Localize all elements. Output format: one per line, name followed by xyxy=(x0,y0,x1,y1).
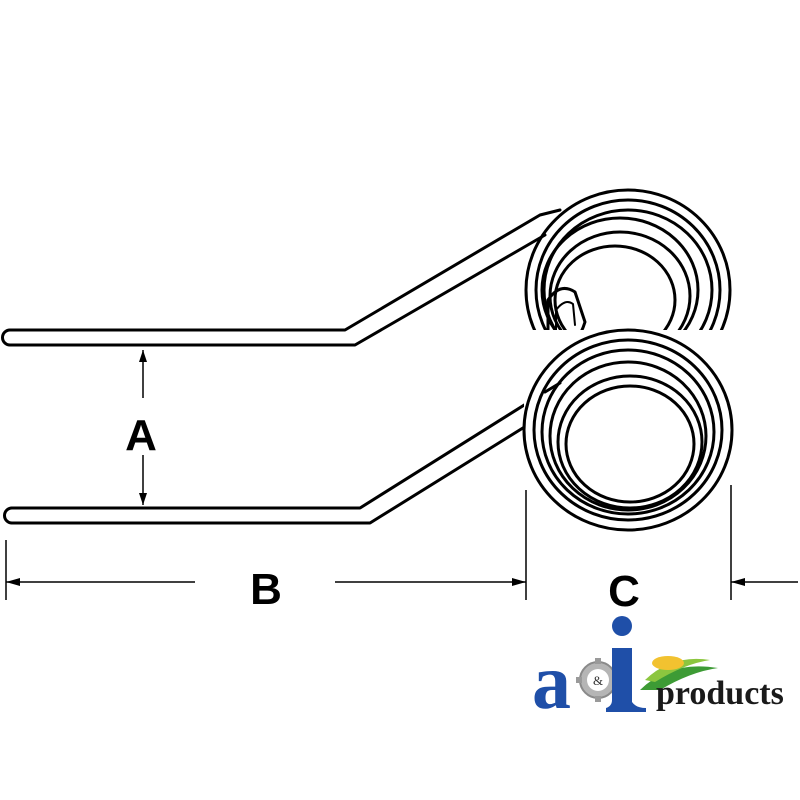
logo-letter-a: a xyxy=(532,638,571,725)
arrow-left-icon xyxy=(731,578,745,586)
dimension-c-label: C xyxy=(608,567,640,616)
upper-tine-tip xyxy=(1,328,12,347)
arrow-right-icon xyxy=(512,578,526,586)
dimension-a xyxy=(139,350,147,505)
dimension-b-label: B xyxy=(250,565,282,614)
lower-coil xyxy=(522,328,734,532)
spring-tine-drawing xyxy=(1,188,734,532)
lower-tine-tip xyxy=(3,506,14,525)
logo-sun xyxy=(652,656,684,670)
lower-tine-leg xyxy=(10,390,547,510)
logo-ampersand: & xyxy=(593,673,603,688)
dimension-a-label: A xyxy=(125,411,157,460)
logo-products-word: products xyxy=(656,675,784,712)
upper-tine-leg xyxy=(8,208,562,332)
arrow-up-icon xyxy=(139,350,147,362)
upper-tine-leg-inner xyxy=(8,233,547,347)
lower-tine-leg-inner xyxy=(10,406,557,525)
arrow-down-icon xyxy=(139,493,147,505)
logo-i-dot xyxy=(612,616,632,636)
logo-letter-i xyxy=(606,648,646,712)
center-loop-inner xyxy=(555,301,576,349)
logo-field-swoosh xyxy=(640,666,718,690)
dimension-c xyxy=(731,578,798,586)
ai-products-logo: a & products xyxy=(532,616,784,725)
dimension-b xyxy=(6,578,526,586)
arrow-left-icon xyxy=(6,578,20,586)
